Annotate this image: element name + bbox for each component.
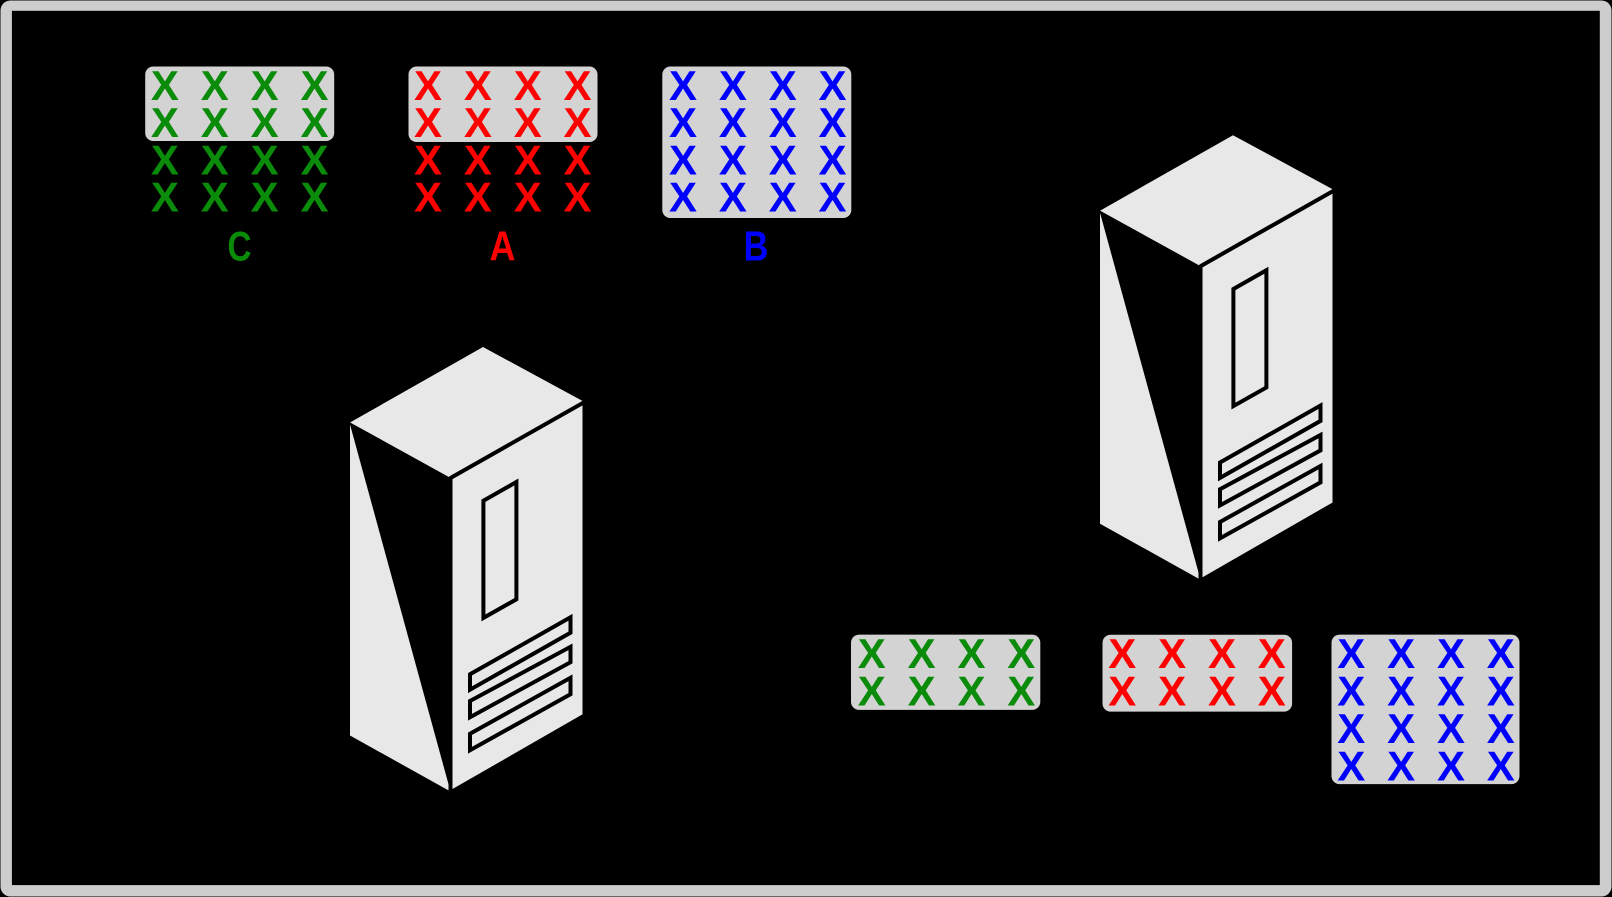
svg-text:X: X: [251, 136, 279, 183]
svg-text:X: X: [957, 668, 985, 715]
svg-text:X: X: [1337, 630, 1365, 677]
svg-text:X: X: [908, 630, 936, 677]
svg-text:X: X: [1487, 705, 1515, 752]
svg-text:X: X: [669, 174, 697, 221]
svg-text:B: B: [744, 223, 769, 270]
svg-text:X: X: [514, 62, 542, 109]
svg-text:X: X: [1208, 630, 1236, 677]
svg-text:X: X: [1337, 668, 1365, 715]
svg-text:X: X: [818, 99, 846, 146]
svg-text:X: X: [464, 136, 492, 183]
svg-text:X: X: [1437, 668, 1465, 715]
svg-text:X: X: [1387, 743, 1415, 790]
svg-text:X: X: [300, 62, 328, 109]
svg-text:X: X: [414, 62, 442, 109]
svg-text:X: X: [1487, 630, 1515, 677]
svg-text:X: X: [1387, 668, 1415, 715]
svg-text:X: X: [1158, 630, 1186, 677]
svg-text:X: X: [818, 62, 846, 109]
svg-text:X: X: [251, 62, 279, 109]
svg-text:X: X: [1108, 668, 1136, 715]
svg-text:X: X: [151, 99, 179, 146]
svg-text:X: X: [464, 174, 492, 221]
svg-text:X: X: [1158, 668, 1186, 715]
svg-text:X: X: [464, 62, 492, 109]
svg-text:X: X: [1437, 630, 1465, 677]
svg-text:X: X: [1337, 743, 1365, 790]
svg-text:X: X: [719, 99, 747, 146]
svg-text:X: X: [201, 136, 229, 183]
svg-text:X: X: [201, 99, 229, 146]
svg-text:X: X: [201, 62, 229, 109]
svg-text:X: X: [818, 136, 846, 183]
svg-text:X: X: [957, 630, 985, 677]
svg-text:X: X: [151, 174, 179, 221]
svg-text:X: X: [414, 99, 442, 146]
svg-text:X: X: [1387, 630, 1415, 677]
svg-text:X: X: [1007, 668, 1035, 715]
svg-text:X: X: [1337, 705, 1365, 752]
svg-text:X: X: [1387, 705, 1415, 752]
svg-text:X: X: [563, 174, 591, 221]
svg-text:X: X: [251, 174, 279, 221]
svg-text:X: X: [1208, 668, 1236, 715]
svg-text:X: X: [300, 136, 328, 183]
svg-text:X: X: [201, 174, 229, 221]
svg-text:X: X: [669, 62, 697, 109]
svg-text:X: X: [1007, 630, 1035, 677]
svg-text:X: X: [669, 136, 697, 183]
svg-text:X: X: [414, 174, 442, 221]
svg-text:X: X: [1487, 743, 1515, 790]
svg-text:X: X: [719, 136, 747, 183]
svg-text:X: X: [563, 99, 591, 146]
svg-text:X: X: [1487, 668, 1515, 715]
svg-text:X: X: [908, 668, 936, 715]
svg-text:X: X: [1258, 630, 1286, 677]
svg-text:X: X: [769, 99, 797, 146]
svg-text:X: X: [300, 174, 328, 221]
svg-text:X: X: [719, 174, 747, 221]
svg-text:X: X: [251, 99, 279, 146]
svg-text:X: X: [769, 62, 797, 109]
svg-text:X: X: [1258, 668, 1286, 715]
svg-text:X: X: [1437, 705, 1465, 752]
svg-text:X: X: [818, 174, 846, 221]
svg-text:X: X: [858, 630, 886, 677]
svg-text:X: X: [669, 99, 697, 146]
svg-text:X: X: [719, 62, 747, 109]
svg-text:X: X: [300, 99, 328, 146]
svg-text:X: X: [769, 174, 797, 221]
svg-text:X: X: [414, 136, 442, 183]
svg-text:X: X: [769, 136, 797, 183]
svg-text:X: X: [858, 668, 886, 715]
svg-text:X: X: [1437, 743, 1465, 790]
svg-text:X: X: [464, 99, 492, 146]
svg-text:C: C: [228, 223, 252, 270]
svg-text:X: X: [514, 99, 542, 146]
svg-text:X: X: [151, 62, 179, 109]
svg-text:X: X: [563, 136, 591, 183]
svg-text:A: A: [490, 223, 516, 270]
svg-text:X: X: [514, 174, 542, 221]
svg-text:X: X: [1108, 630, 1136, 677]
svg-text:X: X: [514, 136, 542, 183]
svg-text:X: X: [563, 62, 591, 109]
svg-text:X: X: [151, 136, 179, 183]
